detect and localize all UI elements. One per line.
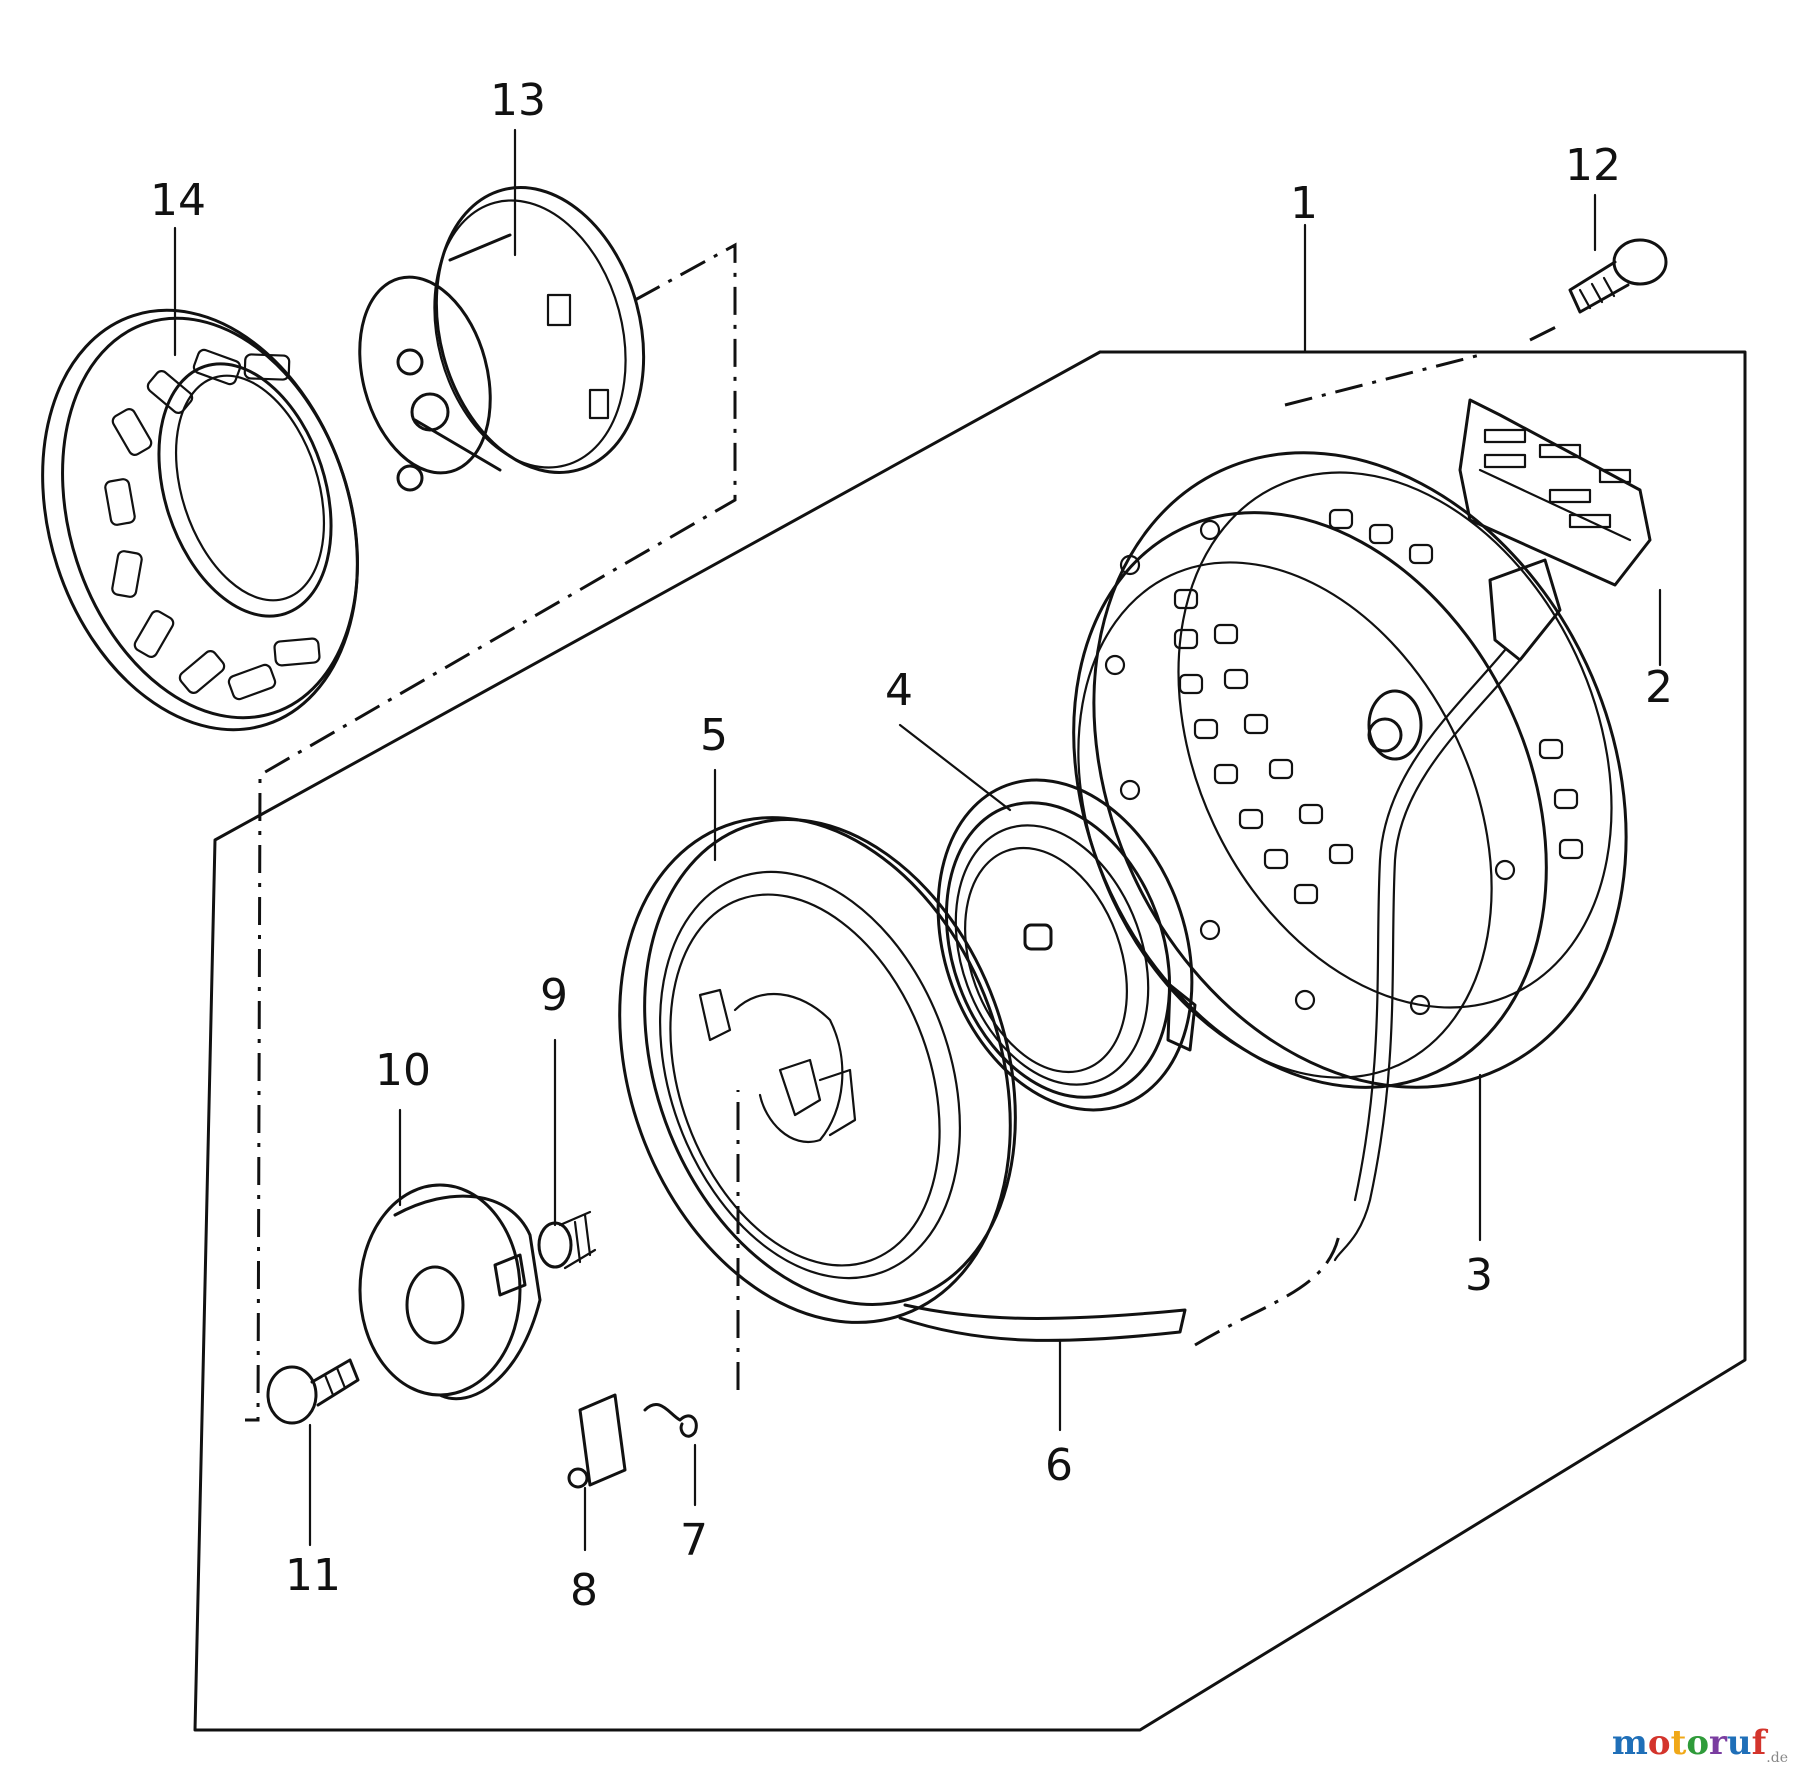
callout-2: 2 (1645, 662, 1673, 713)
callout-14: 14 (150, 175, 206, 226)
part-14-fan-cover (41, 308, 359, 732)
watermark-letter: f (1751, 1723, 1767, 1764)
callout-12: 12 (1565, 140, 1621, 191)
callout-11: 11 (285, 1550, 341, 1601)
callout-9: 9 (540, 970, 568, 1021)
watermark-name: motoruf (1612, 1723, 1766, 1763)
watermark-letter: m (1611, 1723, 1648, 1764)
watermark-letter: o (1647, 1723, 1671, 1764)
watermark-letter: u (1726, 1723, 1752, 1764)
part-7-small-spring (643, 1403, 698, 1438)
watermark-letter: t (1670, 1723, 1687, 1764)
part-10-ratchet (358, 1183, 542, 1401)
callouts: 1 2 3 4 5 6 7 8 9 10 11 12 13 14 (150, 75, 1673, 1616)
watermark-letter: o (1686, 1723, 1709, 1764)
callout-5: 5 (700, 710, 728, 761)
part-11-screw (266, 1358, 360, 1425)
connector-lines (245, 242, 1561, 1422)
part-6-rope (898, 1303, 1187, 1342)
callout-7: 7 (680, 1515, 708, 1566)
callout-13: 13 (490, 75, 546, 126)
watermark-logo: motoruf.de (1612, 1723, 1788, 1766)
part-12-bolt (1568, 238, 1668, 314)
callout-6: 6 (1045, 1440, 1073, 1491)
watermark-letter: r (1709, 1723, 1727, 1764)
part-5-pulley-reel (618, 816, 1017, 1324)
callout-3: 3 (1465, 1250, 1493, 1301)
assembly-frame (193, 350, 1747, 1732)
callout-1: 1 (1290, 178, 1318, 229)
part-3-starter-housing (1072, 451, 1628, 1089)
part-9-spring (537, 1210, 597, 1270)
callout-8: 8 (570, 1565, 598, 1616)
part-8-plate (567, 1393, 627, 1489)
part-4-recoil-spring (936, 778, 1197, 1112)
watermark-suffix: .de (1766, 1750, 1788, 1766)
callout-4: 4 (885, 665, 913, 716)
callout-10: 10 (375, 1045, 431, 1096)
leader-lines (173, 128, 1662, 1552)
part-2-starter-handle (1333, 398, 1652, 1262)
part-13-pulley-hub (358, 186, 646, 492)
